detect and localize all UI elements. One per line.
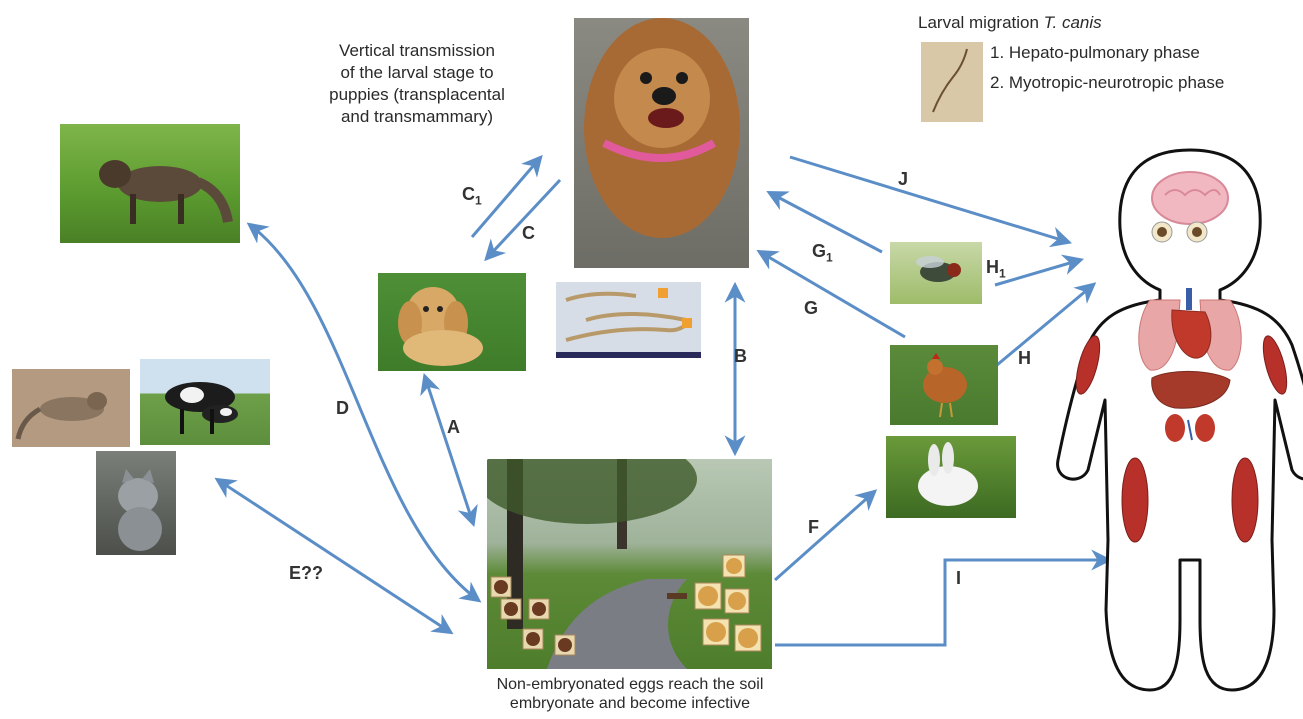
arrow-h bbox=[996, 282, 1097, 367]
soil-caption: Non-embryonated eggs reach the soil embr… bbox=[440, 675, 820, 713]
label-g: G bbox=[804, 298, 819, 318]
soil-caption-line-2: embryonate and become infective bbox=[509, 695, 751, 712]
label-h1: H1 bbox=[986, 257, 1006, 281]
arrow-c bbox=[484, 178, 562, 262]
lungs-heart-icon bbox=[1138, 288, 1242, 371]
eye-icon bbox=[1151, 221, 1208, 243]
label-e: E?? bbox=[289, 563, 323, 583]
label-g1: G1 bbox=[812, 241, 833, 265]
label-h1-sub: 1 bbox=[999, 266, 1006, 281]
label-a: A bbox=[447, 417, 460, 437]
genet-photo bbox=[12, 369, 130, 447]
label-g1-text: G bbox=[812, 241, 827, 261]
larva-photo bbox=[921, 42, 983, 122]
arrow-j bbox=[789, 155, 1073, 248]
egg-icons bbox=[490, 554, 762, 656]
label-g1-sub: 1 bbox=[826, 250, 833, 265]
label-c1: C1 bbox=[462, 184, 482, 208]
park-photo bbox=[487, 459, 772, 669]
vertical-text-line-3: puppies (transplacental bbox=[329, 85, 505, 104]
muscle-icon bbox=[1075, 335, 1288, 543]
vertical-transmission-text: Vertical transmission of the larval stag… bbox=[292, 40, 542, 128]
label-h1-text: H bbox=[986, 257, 999, 277]
legend-title-species: T. canis bbox=[1043, 13, 1102, 32]
brain-icon bbox=[1151, 171, 1229, 225]
label-d: D bbox=[336, 398, 349, 418]
label-b: B bbox=[734, 346, 747, 366]
label-f: F bbox=[808, 517, 819, 537]
legend-title-prefix: Larval migration bbox=[918, 13, 1044, 32]
arrow-i bbox=[775, 549, 1113, 647]
vertical-text-line-4: and transmammary) bbox=[340, 107, 494, 126]
liver-icon bbox=[1151, 371, 1231, 409]
fox-photo bbox=[60, 124, 240, 243]
label-c: C bbox=[522, 223, 535, 243]
arrow-f bbox=[774, 489, 878, 582]
vertical-text-line-2: of the larval stage to bbox=[340, 63, 494, 82]
dog-photo bbox=[574, 18, 749, 268]
soil-caption-line-1: Non-embryonated eggs reach the soil bbox=[496, 676, 764, 693]
label-c1-text: C bbox=[462, 184, 475, 204]
kidney-icon bbox=[1165, 414, 1215, 442]
arrow-h1 bbox=[994, 254, 1085, 287]
arrow-e bbox=[214, 477, 454, 635]
arrow-c1 bbox=[470, 154, 543, 238]
legend-phase-1: 1. Hepato-pulmonary phase bbox=[990, 43, 1200, 62]
kitten-photo bbox=[96, 451, 176, 555]
cows-photo bbox=[140, 359, 270, 445]
arrow-g bbox=[756, 249, 906, 339]
label-i: I bbox=[956, 568, 962, 588]
label-j: J bbox=[898, 169, 909, 189]
label-c1-sub: 1 bbox=[475, 193, 482, 208]
arrow-g1 bbox=[766, 191, 883, 254]
legend-phase-2: 2. Myotropic-neurotropic phase bbox=[990, 73, 1225, 92]
vertical-text-line-1: Vertical transmission bbox=[339, 41, 495, 60]
label-h: H bbox=[1018, 348, 1031, 368]
fly-photo bbox=[890, 242, 982, 304]
puppy-photo bbox=[378, 273, 526, 371]
hen-photo bbox=[890, 345, 998, 425]
worms-photo bbox=[556, 282, 701, 358]
rabbit-photo bbox=[886, 436, 1016, 518]
legend-title: Larval migration T. canis bbox=[918, 12, 1102, 34]
